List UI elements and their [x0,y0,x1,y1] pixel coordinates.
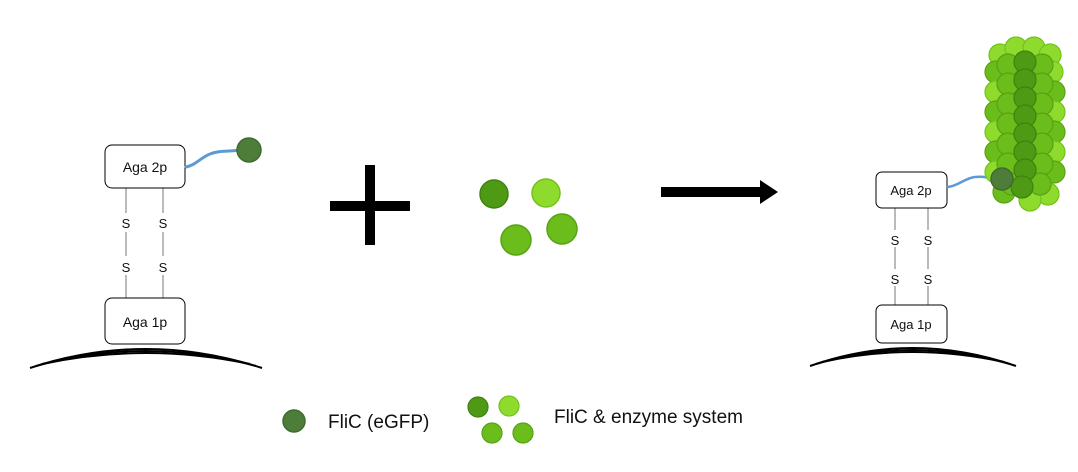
right-aga1p-label: Aga 1p [890,317,931,332]
free-monomer-mid-right [546,213,578,245]
left-s-label-2: S [159,216,168,231]
legend-flic-egfp-icon [282,409,306,433]
right-disulfide-lines [894,208,929,305]
legend-flic-enzyme-label: FliC & enzyme system [554,407,743,428]
left-aga2p-label: Aga 2p [123,159,168,175]
free-monomers [479,178,578,256]
right-aga2p-label: Aga 2p [890,183,931,198]
legend-flic-egfp-label: FliC (eGFP) [328,412,429,433]
right-s-label-3: S [891,272,900,287]
left-disulfide-lines [125,188,164,298]
free-monomer-dark [479,179,509,209]
free-monomer-light [531,178,561,208]
plus-sign-icon [330,165,410,245]
right-aga1p-box [875,304,948,344]
left-s-label-4: S [159,260,168,275]
left-linker [184,148,242,169]
left-flic-egfp-bead [236,137,262,163]
right-s-label-2: S [924,233,933,248]
left-aga1p-box [104,297,186,345]
left-s-label-1: S [122,216,131,231]
legend: FliC (eGFP) FliC & enzyme system [282,395,743,444]
right-aga2p-box [875,171,948,209]
right-construct: S S S S Aga 2p Aga 1p [809,36,1066,367]
right-s-label-1: S [891,233,900,248]
right-flic-egfp-bead [990,167,1014,191]
filament-front-layer [1010,50,1037,199]
free-monomer-mid-left [500,224,532,256]
left-cell-membrane [29,348,263,369]
left-aga1p-label: Aga 1p [123,314,168,330]
left-s-label-3: S [122,260,131,275]
reaction-arrow-icon [661,180,778,204]
right-cell-membrane [809,347,1017,367]
right-s-label-4: S [924,272,933,287]
left-construct: S S S S Aga 2p Aga 1p [29,137,263,369]
legend-flic-enzyme-icon [467,395,534,444]
